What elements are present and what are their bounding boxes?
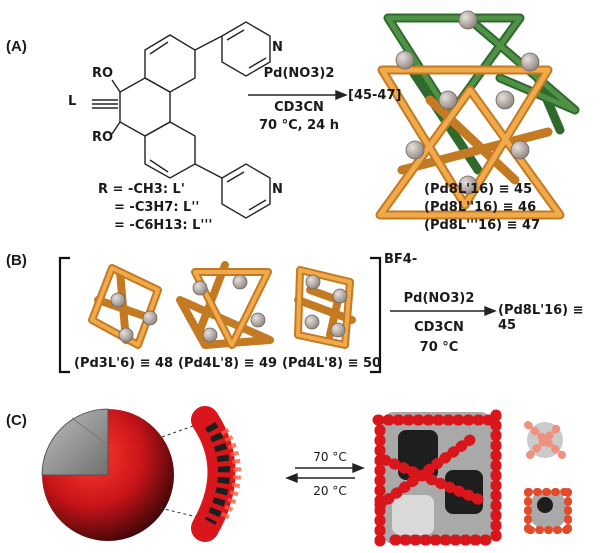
r-def-1: = -C3H7: L'': [114, 200, 200, 215]
reaction-b-product: (Pd8L'16) ≡ 45: [498, 303, 584, 333]
cage-48: [88, 264, 162, 349]
ro-bottom-label: RO: [92, 130, 114, 145]
pyridine-bottom: [221, 163, 271, 219]
species-49-label: (Pd4L'8) ≡ 49: [178, 356, 278, 371]
panel-c-label: (C): [6, 412, 27, 429]
ligand-structure: [92, 21, 271, 219]
product-46: (Pd8L''16) ≡ 46: [424, 200, 537, 215]
equilibrium-arrows: [285, 462, 365, 484]
wall-fragment: [191, 406, 241, 542]
ring-bottom: [144, 121, 196, 179]
small-fragment-bottom: [524, 488, 574, 534]
reaction-a-conditions: 70 °C, 24 h: [259, 118, 339, 133]
temp-forward-label: 70 °C: [313, 450, 347, 464]
pyridine-top: [221, 21, 271, 77]
species-brackets: [58, 256, 382, 374]
reaction-arrow-b: [390, 305, 497, 317]
reaction-b-temp: 70 °C: [419, 340, 459, 355]
reaction-a-reagent: Pd(NO3)2: [263, 66, 335, 81]
r-def-0: R = -CH3: L': [98, 182, 185, 197]
ro-top-label: RO: [92, 66, 114, 81]
ligand-l-label: L: [68, 94, 77, 109]
temp-reverse-label: 20 °C: [313, 484, 347, 498]
r-def-2: = -C6H13: L''': [114, 218, 213, 233]
product-47: (Pd8L'''16) ≡ 47: [424, 218, 541, 233]
cage-49: [176, 261, 274, 349]
small-fragment-top: [524, 421, 566, 459]
cage-sphere: [41, 408, 174, 541]
species-48-label: (Pd3L'6) ≡ 48: [74, 356, 174, 371]
species-50-label: (Pd4L'8) ≡ 50: [282, 356, 382, 371]
cage-pd-nodes: [395, 10, 540, 195]
reaction-arrow-a: [248, 89, 348, 101]
panel-b-label: (B): [6, 252, 27, 269]
cage-50: [294, 266, 356, 349]
ring-top: [144, 34, 196, 93]
reaction-b-solvent: CD3CN: [414, 320, 464, 335]
assembled-cage-spacefill: [372, 409, 502, 551]
reaction-a-ref: [45-47]: [348, 88, 402, 103]
product-45: (Pd8L'16) ≡ 45: [424, 182, 533, 197]
panel-a-label: (A): [6, 38, 27, 55]
pd8l16-cage: [375, 10, 580, 220]
counterion-label: BF4-: [384, 252, 418, 267]
reaction-a-solvent: CD3CN: [274, 100, 324, 115]
n-top-label: N: [272, 40, 283, 55]
reaction-b-reagent: Pd(NO3)2: [403, 291, 475, 306]
n-bottom-label: N: [272, 182, 283, 197]
ring-middle: [119, 77, 171, 137]
